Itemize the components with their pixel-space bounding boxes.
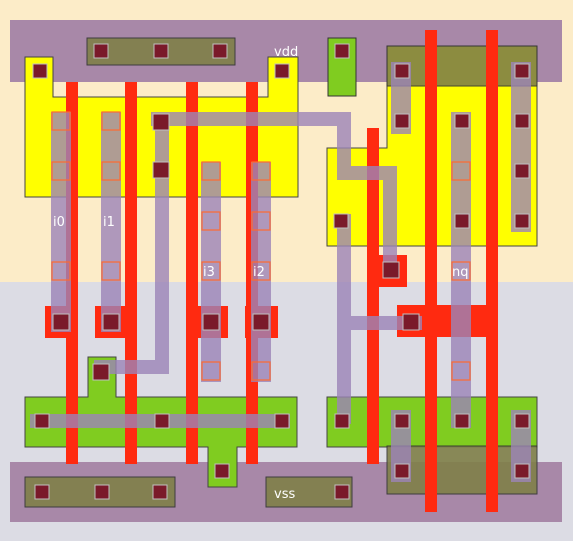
- diffusion-contact-outlines: [51, 111, 471, 381]
- contacts: [32, 43, 530, 500]
- poly-gates: [66, 30, 498, 512]
- nq-label: nq: [452, 265, 469, 280]
- i3-label: i3: [203, 265, 215, 280]
- vss-label: vss: [274, 487, 295, 502]
- i1-label: i1: [103, 215, 115, 230]
- i2-label: i2: [253, 265, 265, 280]
- i0-label: i0: [53, 215, 65, 230]
- vdd-label: vdd: [274, 45, 298, 60]
